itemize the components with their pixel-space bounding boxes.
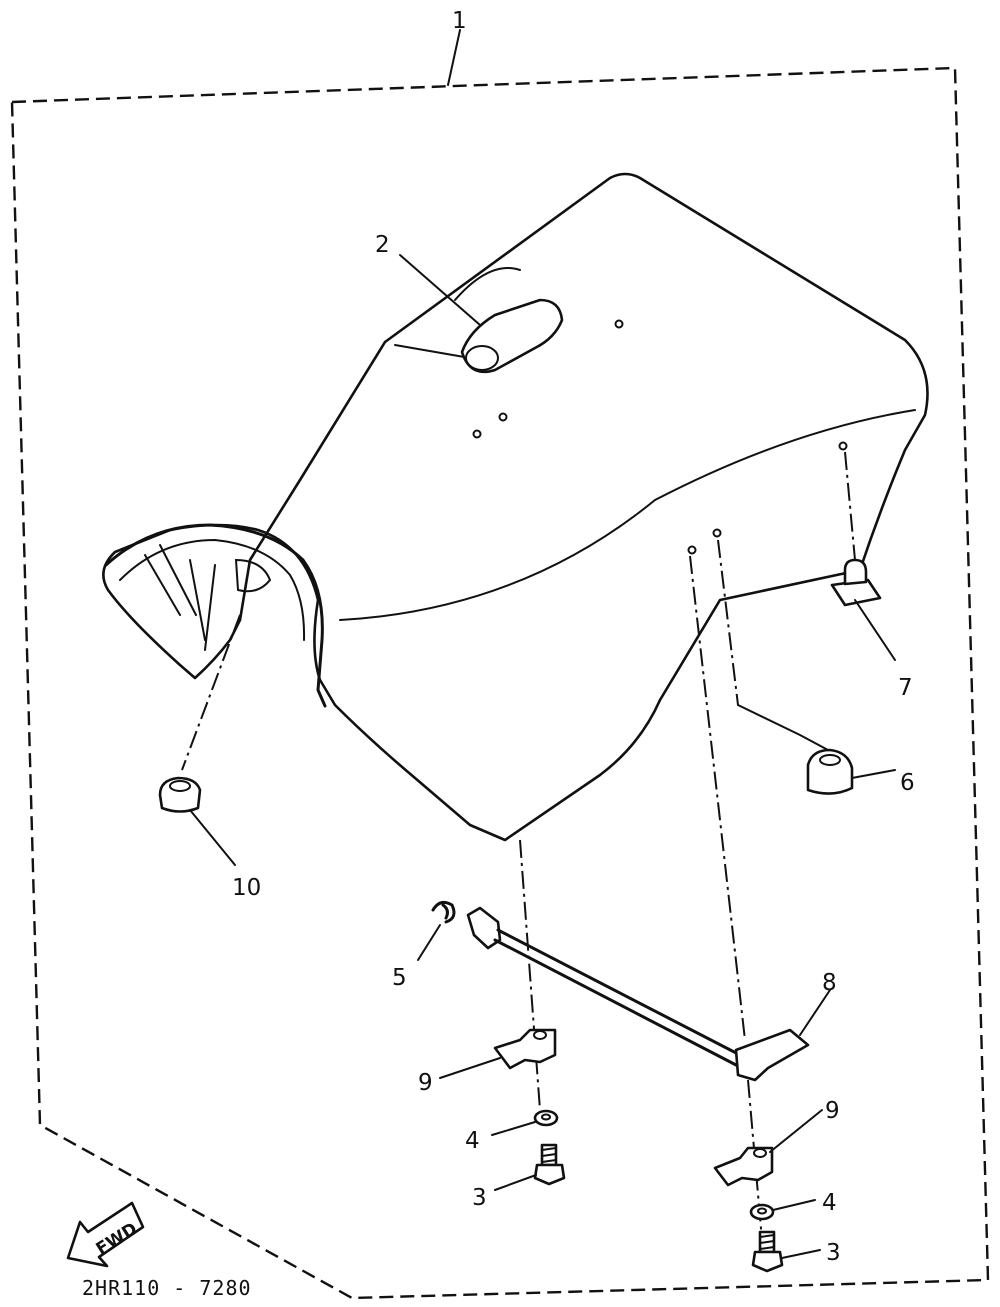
seat: [102, 172, 929, 842]
drawing-code: 2HR110 - 7280: [82, 1276, 252, 1300]
axis-6: [717, 539, 739, 706]
callout-1: 1: [452, 8, 467, 34]
bracket-9-left: [493, 1028, 557, 1070]
callout-7: 7: [898, 675, 913, 701]
leader-9-left: [439, 1057, 501, 1079]
leader-8: [799, 989, 831, 1036]
leader-4-left: [491, 1121, 536, 1136]
axis-8: [689, 555, 746, 1041]
callout-9-left: 9: [418, 1070, 433, 1096]
leader-7: [854, 599, 896, 661]
axis-9-left: [519, 839, 541, 1111]
leader-3-right: [781, 1249, 821, 1259]
fwd-arrow-icon: FWD: [66, 1201, 145, 1268]
callout-9-right: 9: [825, 1098, 840, 1124]
washer-4-right: [749, 1203, 775, 1221]
leader-1: [447, 29, 461, 86]
bracket-9-right: [713, 1146, 774, 1187]
damper-6: [806, 748, 854, 795]
axis-7: [844, 451, 856, 561]
kit-boundary: [10, 66, 990, 1300]
callout-8: 8: [822, 970, 837, 996]
callout-2: 2: [375, 232, 390, 258]
callout-5: 5: [392, 965, 407, 991]
leader-6b: [851, 769, 896, 779]
callout-6: 6: [900, 770, 915, 796]
bolt-3-left: [533, 1143, 566, 1186]
rod-8: [466, 906, 810, 1082]
leader-4-right: [772, 1199, 816, 1211]
clip-5: [431, 900, 456, 924]
bolt-3-right: [751, 1230, 784, 1273]
callout-3-left: 3: [472, 1185, 487, 1211]
leader-2: [399, 254, 481, 326]
axis-10: [181, 614, 241, 771]
callout-4-right: 4: [822, 1190, 837, 1216]
callout-3-right: 3: [826, 1240, 841, 1266]
leader-5: [417, 924, 441, 961]
leader-9-right: [769, 1109, 823, 1153]
callout-10: 10: [232, 875, 261, 901]
damper-10: [158, 776, 202, 813]
leader-10: [189, 809, 236, 866]
callout-4-left: 4: [465, 1128, 480, 1154]
leader-6: [737, 704, 829, 751]
nut-plate-7: [830, 558, 882, 607]
washer-4-left: [533, 1109, 559, 1127]
leader-3-left: [494, 1174, 537, 1191]
